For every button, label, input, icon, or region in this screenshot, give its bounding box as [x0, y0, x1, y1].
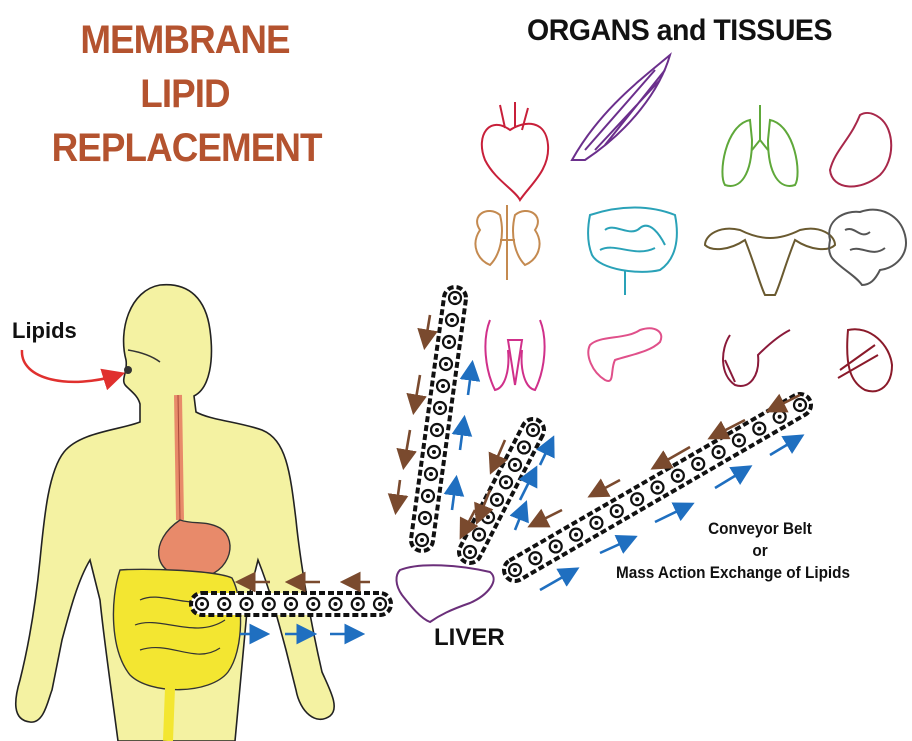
- lipids-arrow: [22, 350, 118, 382]
- human-body: [16, 285, 334, 741]
- arrow-to-organs: [460, 420, 464, 450]
- arrow-to-organs: [540, 440, 552, 465]
- arrow-to-liver: [532, 510, 562, 525]
- arrow-to-organs: [770, 437, 800, 455]
- intestines-shape: [113, 569, 240, 689]
- arrow-to-organs: [655, 505, 690, 522]
- arrow-to-organs: [600, 538, 633, 553]
- arrow-to-organs: [452, 480, 456, 510]
- belt-intestine-liver: [191, 593, 391, 615]
- testes-icon: [485, 320, 544, 390]
- arrow-to-liver: [404, 430, 410, 465]
- lungs-icon: [722, 105, 797, 186]
- arrow-to-organs: [468, 365, 472, 395]
- arrow-to-liver: [592, 480, 620, 495]
- arrow-to-organs: [540, 570, 575, 590]
- pancreas-icon: [588, 328, 661, 381]
- stomach-icon: [830, 113, 891, 186]
- kidneys-icon: [475, 205, 539, 280]
- muscle-icon: [572, 55, 670, 160]
- brain-icon: [829, 210, 906, 285]
- belt-testes-liver: [410, 286, 468, 553]
- arrow-to-liver: [414, 375, 420, 410]
- spleen-icon: [838, 329, 892, 391]
- arrow-to-organs: [515, 505, 525, 530]
- liver-shape: [396, 565, 493, 622]
- belt-organs-liver: [500, 390, 815, 585]
- organs-grid: [475, 55, 906, 391]
- heart-icon: [482, 102, 548, 200]
- intestines-icon: [588, 208, 677, 296]
- arrow-to-organs: [715, 468, 748, 488]
- arrow-to-liver: [396, 480, 400, 510]
- arrow-to-liver: [425, 315, 430, 345]
- uterus-icon: [705, 229, 835, 295]
- gallbladder-icon: [723, 330, 790, 386]
